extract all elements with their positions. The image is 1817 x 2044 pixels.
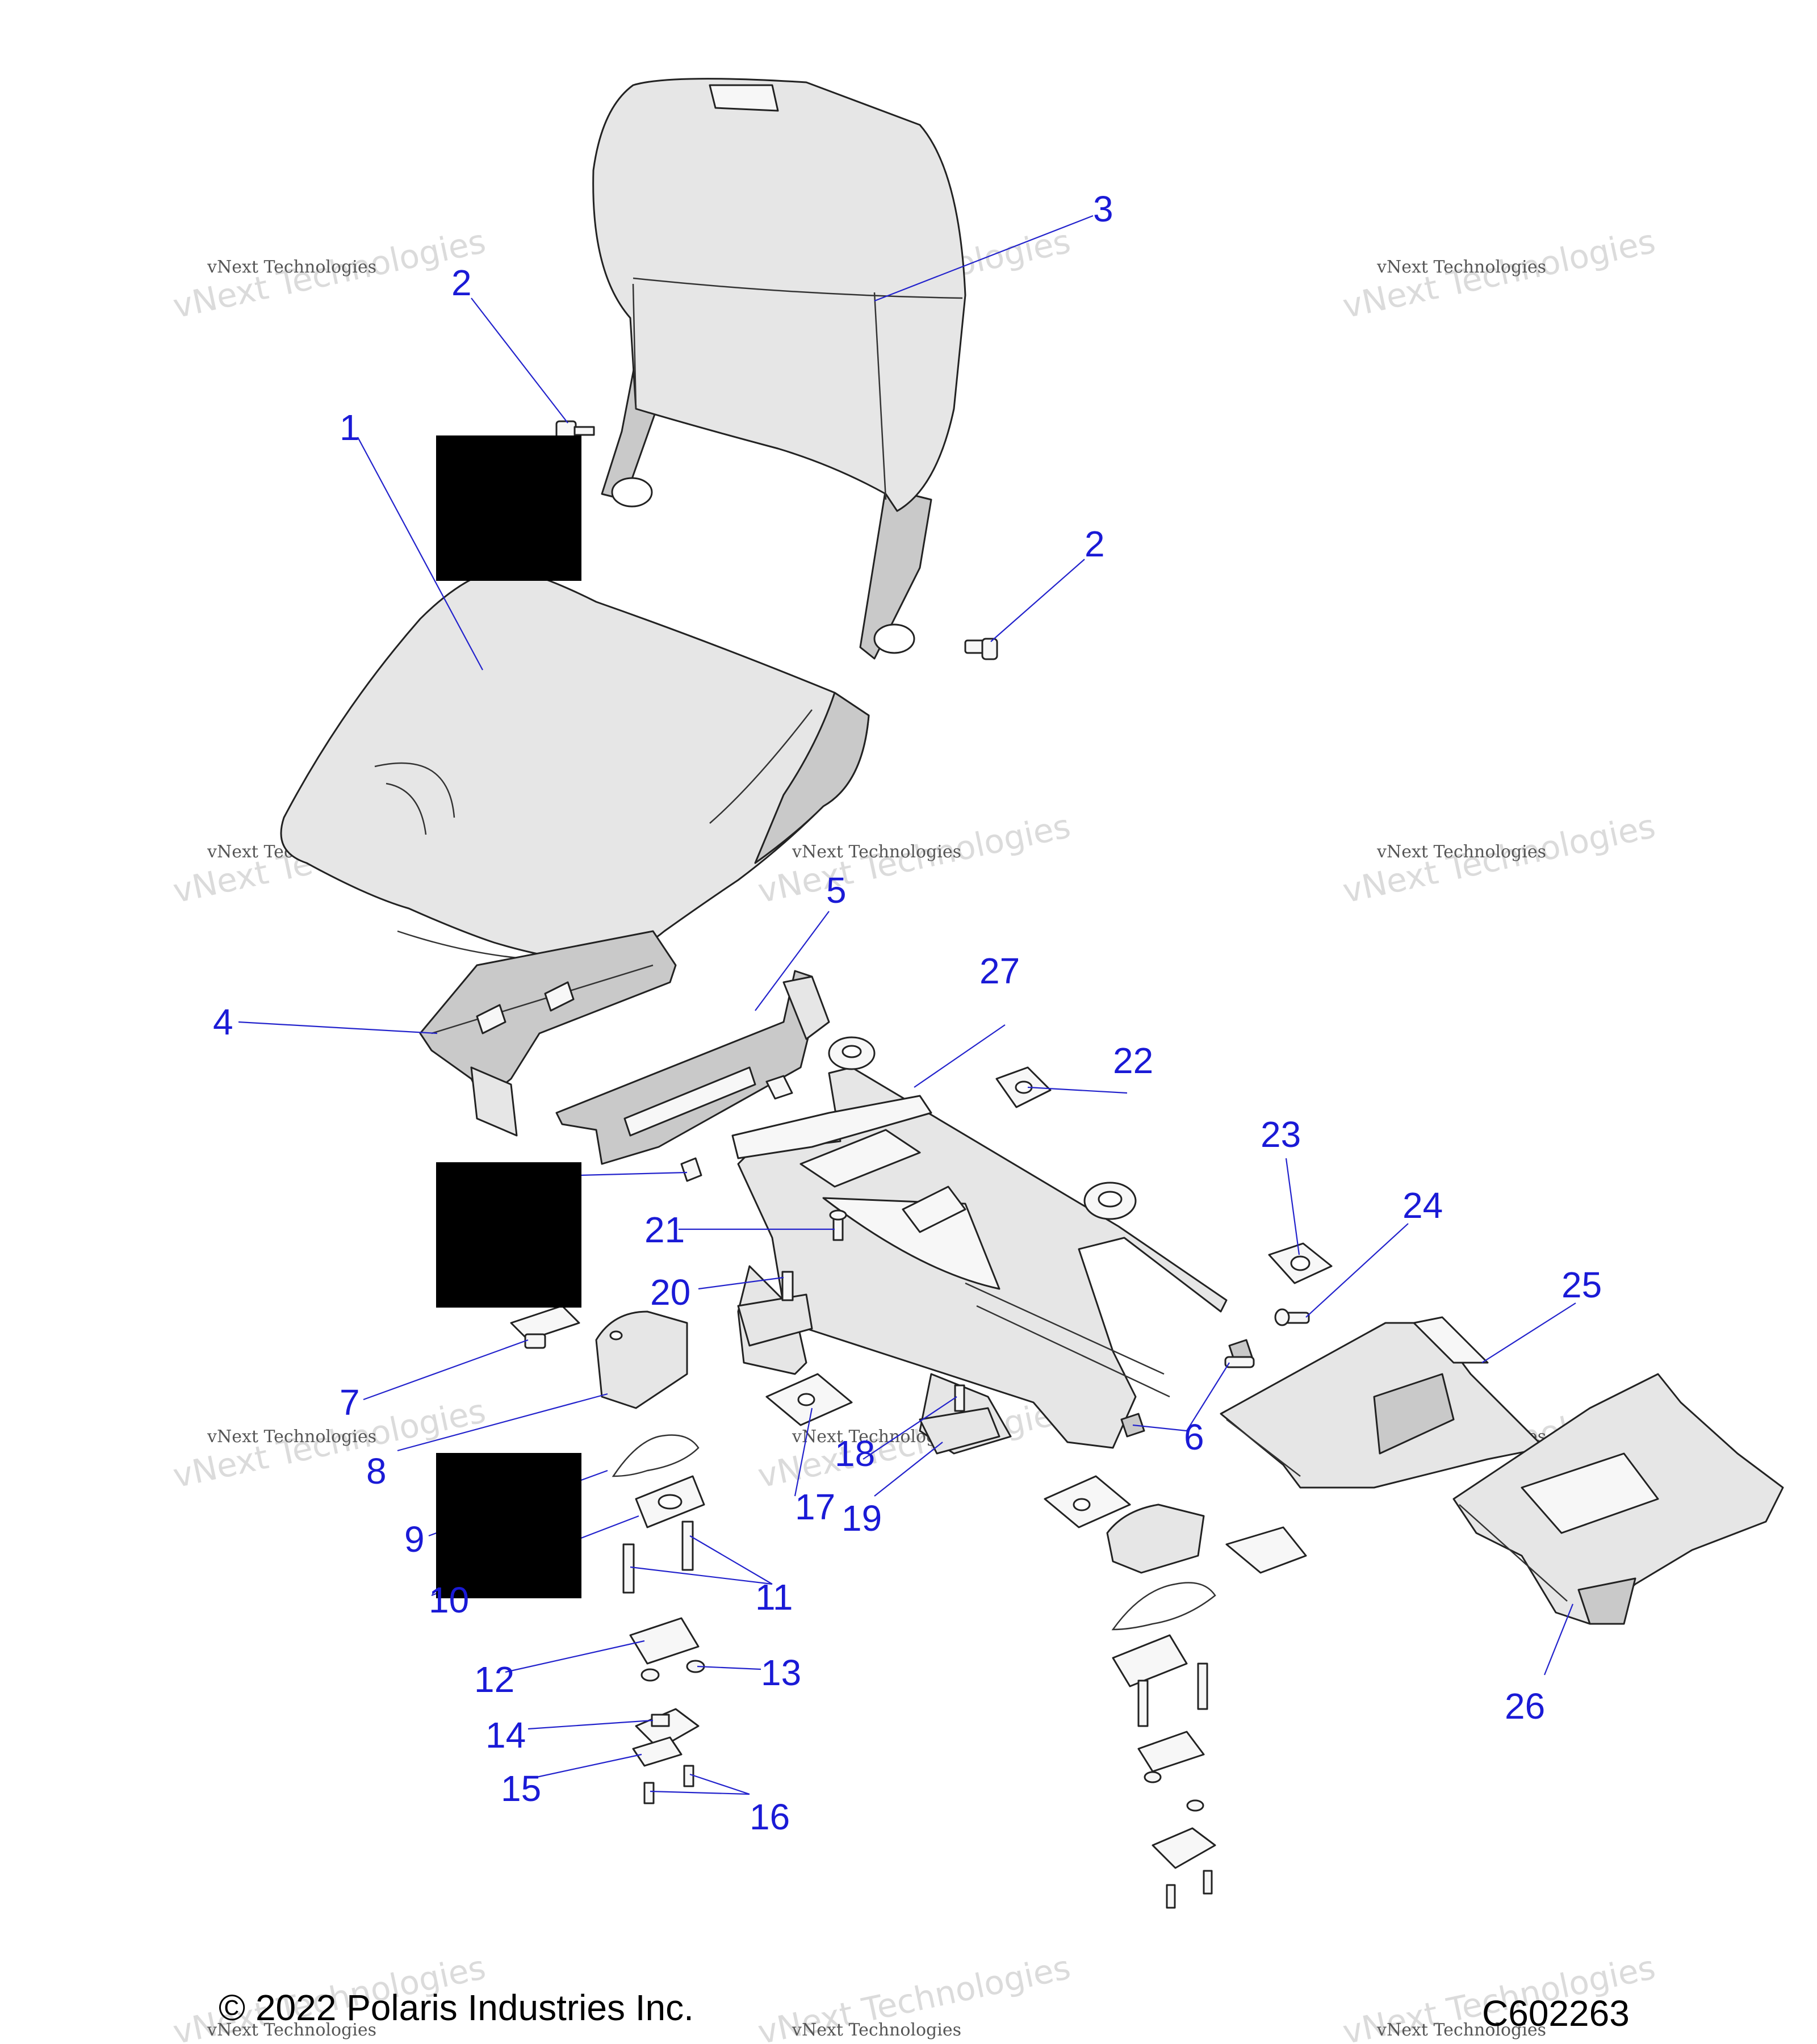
callout-21: 21 [644,1209,685,1250]
part-plate-10 [635,1475,705,1528]
callout-15: 15 [501,1768,541,1809]
part-mount-19 [919,1384,1000,1455]
callout-20: 20 [650,1272,690,1313]
callout-11: 11 [755,1577,793,1618]
callout-9: 9 [404,1519,425,1560]
part-studs-16 [643,1765,694,1804]
callout-2-upper: 2 [451,262,472,303]
callout-10: 10 [429,1580,469,1620]
callout-27: 27 [979,950,1020,991]
part-mount-20 [737,1271,813,1347]
callout-3: 3 [1093,189,1113,229]
part-clip-upper [765,1075,793,1100]
redaction-box [436,1453,581,1598]
callout-24: 24 [1402,1185,1443,1226]
part-cap-8 [595,1310,688,1409]
diagram-code: C602263 [1482,1993,1630,2034]
callout-1: 1 [340,407,360,448]
copyright-notice: © 2022 Polaris Industries Inc. [219,1987,694,2028]
part-bolts-11 [622,1521,694,1594]
watermark-small-text: vNext Technologies [1376,2020,1546,2040]
part-seat-bracket-right [555,970,830,1165]
callout-16: 16 [750,1796,790,1837]
watermark-small-text: vNext Technologies [1376,842,1546,862]
part-plate-12 [629,1617,700,1665]
part-bolt-24 [1274,1308,1310,1326]
callout-14: 14 [485,1715,526,1756]
callout-7: 7 [340,1382,360,1423]
watermark-small-text: vNext Technologies [207,257,376,277]
part-pad-22 [995,1066,1052,1108]
part-seat-bracket-left [419,930,677,1137]
part-stud-21 [829,1209,847,1241]
watermark-small-text: vNext Technologies [207,2020,376,2040]
callout-23: 23 [1261,1114,1301,1155]
callout-25: 25 [1561,1264,1602,1305]
part-rear-cover [1220,1316,1546,1489]
callout-22: 22 [1113,1040,1153,1081]
part-clip-left [680,1157,702,1182]
redaction-box [436,1162,581,1308]
part-pad-23 [1268,1242,1333,1284]
callout-12: 12 [474,1659,514,1700]
callout-26: 26 [1505,1686,1545,1727]
redaction-box [436,435,581,581]
part-spring-9 [612,1434,700,1477]
part-latch-7 [510,1305,580,1349]
part-base-15 [632,1736,683,1767]
watermark-small-text: vNext Technologies [1376,257,1546,277]
callout-4: 4 [213,1002,233,1042]
callout-2-lower: 2 [1085,523,1105,564]
leader-lines [238,215,1576,1795]
callout-6: 6 [1184,1417,1204,1457]
callout-19: 19 [841,1498,882,1539]
watermark-small-text: vNext Technologies [792,2020,961,2040]
callout-5: 5 [826,870,847,911]
part-seat [280,567,870,961]
callout-17: 17 [795,1486,835,1527]
watermark-small-text: vNext Technologies [207,1427,376,1447]
part-backrest [592,78,966,660]
callout-8: 8 [366,1451,387,1492]
part-nuts-13 [640,1660,705,1682]
part-lower-cover [1452,1373,1784,1625]
part-pad-17 [765,1373,853,1426]
callout-18: 18 [835,1433,875,1474]
watermark-small-text: vNext Technologies [792,842,961,862]
part-bolt-lower [964,638,998,660]
callout-13: 13 [761,1652,801,1693]
callout-labels: 1 2 2 3 4 5 6 7 8 9 10 11 12 13 14 15 16… [213,189,1602,1837]
part-latch-14 [635,1708,700,1750]
part-right-latch-stack [1044,1475,1307,1909]
